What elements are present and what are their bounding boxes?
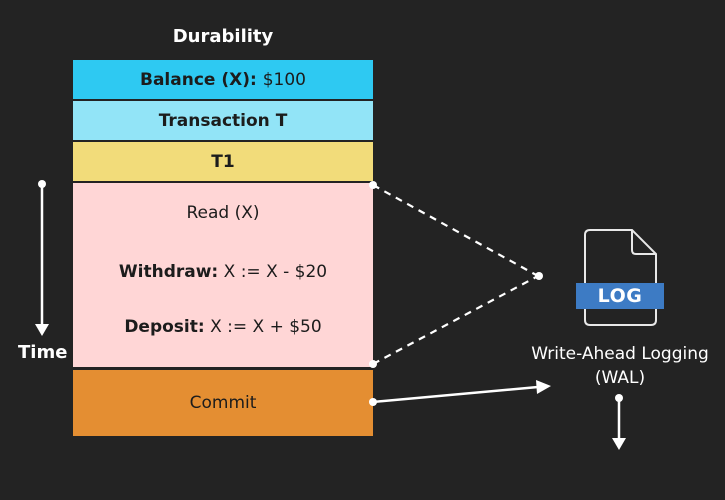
wal-caption-line1: Write-Ahead Logging (531, 344, 709, 364)
time-arrow (35, 180, 49, 336)
withdraw-expression: X := X - $20 (223, 262, 328, 282)
deposit-label: Deposit: (124, 317, 205, 337)
balance-block: Balance (X): $100 (73, 60, 373, 99)
commit-arrow (369, 380, 551, 406)
read-operation: Read (X) (186, 203, 260, 223)
withdraw-operation: Withdraw: X := X - $20 (73, 262, 373, 282)
commit-block: Commit (73, 370, 373, 436)
wal-output-arrow (612, 394, 626, 450)
deposit-operation: Deposit: X := X + $50 (73, 317, 373, 337)
wal-caption-line2: (WAL) (594, 368, 646, 388)
balance-value: $100 (262, 69, 306, 90)
operations-block: Read (X) Withdraw: X := X - $20 Deposit:… (73, 183, 373, 367)
balance-label: Balance (X): (140, 69, 257, 90)
deposit-expression: X := X + $50 (210, 317, 322, 337)
withdraw-label: Withdraw: (118, 262, 219, 282)
log-badge: LOG (597, 285, 643, 307)
diagram-title: Durability (172, 26, 274, 47)
transaction-block: Transaction T (73, 101, 373, 140)
log-document-icon (576, 229, 664, 326)
time-label: Time (18, 342, 68, 363)
t1-block: T1 (73, 142, 373, 181)
dashed-log-connector (369, 181, 543, 368)
